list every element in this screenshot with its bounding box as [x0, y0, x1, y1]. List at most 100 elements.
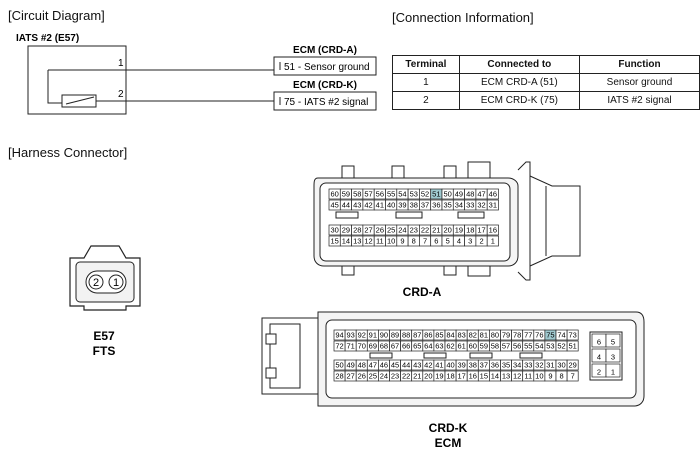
- pin-number: 31: [546, 361, 554, 370]
- pin-number: 53: [546, 342, 554, 351]
- pin-number: 63: [435, 342, 443, 351]
- pin-number: 8: [559, 372, 563, 381]
- pin-number: 39: [457, 361, 465, 370]
- pin-number: 38: [410, 201, 418, 210]
- section-circuit-diagram: [Circuit Diagram]: [8, 8, 105, 23]
- table-cell: ECM CRD-K (75): [458, 91, 580, 110]
- pin-number: 44: [402, 361, 410, 370]
- pin-number: 28: [353, 226, 361, 235]
- pin-number: 9: [400, 237, 404, 246]
- pin-cell: [566, 370, 579, 382]
- pin-number: 80: [491, 331, 499, 340]
- pin-number: 62: [446, 342, 454, 351]
- pin-number: 70: [358, 342, 366, 351]
- crd-k-connector-name: CRD-K: [429, 421, 468, 435]
- pin-number: 37: [421, 201, 429, 210]
- pin-number: 76: [535, 331, 543, 340]
- pin-number: 56: [513, 342, 521, 351]
- pin-number: 61: [457, 342, 465, 351]
- table-cell: 2: [392, 91, 460, 110]
- pin-number: 20: [443, 226, 451, 235]
- pin-cell: [566, 340, 579, 352]
- table-row: 1 ECM CRD-A (51) Sensor ground: [392, 73, 700, 92]
- pin-number: 16: [489, 226, 497, 235]
- pin-number: 47: [477, 190, 485, 199]
- e57-pin-label: 1: [113, 277, 119, 289]
- pin-number: 25: [369, 372, 377, 381]
- pin-number: 54: [398, 190, 406, 199]
- pin-number: 11: [376, 237, 384, 246]
- pin-number: 4: [457, 237, 461, 246]
- pin-number: 22: [402, 372, 410, 381]
- pin-number: 90: [380, 331, 388, 340]
- pin-number: 41: [435, 361, 443, 370]
- pin-number: 10: [535, 372, 543, 381]
- pin-number: 50: [443, 190, 451, 199]
- pin-number: 77: [524, 331, 532, 340]
- pin-number: 5: [611, 338, 615, 347]
- pin-number: 86: [424, 331, 432, 340]
- pin-number: 46: [489, 190, 497, 199]
- pin-number: 6: [434, 237, 438, 246]
- pin-number: 36: [432, 201, 440, 210]
- pin-number: 25: [387, 226, 395, 235]
- pin-number: 56: [376, 190, 384, 199]
- pin-number: 31: [489, 201, 497, 210]
- pin-number: 18: [466, 226, 474, 235]
- pin-number: 40: [387, 201, 395, 210]
- pin-number: 37: [480, 361, 488, 370]
- pin-number: 72: [335, 342, 343, 351]
- pin-number: 42: [424, 361, 432, 370]
- pin-number: 2: [479, 237, 483, 246]
- pin-number: 58: [491, 342, 499, 351]
- pin-number: 35: [443, 201, 451, 210]
- pin-number: 55: [524, 342, 532, 351]
- pin-number: 20: [424, 372, 432, 381]
- pin-number: 17: [457, 372, 465, 381]
- pin-number: 12: [513, 372, 521, 381]
- pin-number: 39: [398, 201, 406, 210]
- pin-number: 24: [380, 372, 388, 381]
- pin-number: 4: [597, 353, 601, 362]
- pin-number: 45: [330, 201, 338, 210]
- pin-number: 14: [342, 237, 350, 246]
- pin-number: 74: [557, 331, 565, 340]
- pin-number: 49: [346, 361, 354, 370]
- pin-cell: [486, 235, 499, 247]
- section-connection-information: [Connection Information]: [392, 10, 534, 25]
- sensor-element-slash: [65, 96, 95, 105]
- pin-cell: [605, 348, 621, 363]
- pin-number: 59: [342, 190, 350, 199]
- pin-number: 42: [364, 201, 372, 210]
- pin-number: 71: [346, 342, 354, 351]
- pin-number: 93: [346, 331, 354, 340]
- ecm-k-box: [273, 91, 377, 111]
- pin-number: 89: [391, 331, 399, 340]
- pin-number: 84: [446, 331, 454, 340]
- pin-number: 67: [391, 342, 399, 351]
- pin-number: 43: [413, 361, 421, 370]
- pin-number: 5: [446, 237, 450, 246]
- pin-cell: [605, 363, 621, 378]
- pin-number: 27: [364, 226, 372, 235]
- pin-number: 1: [491, 237, 495, 246]
- pin-cell: [566, 359, 579, 371]
- pin-number: 3: [468, 237, 472, 246]
- pin-number: 33: [524, 361, 532, 370]
- crd-k-connector-subtitle: ECM: [435, 436, 462, 450]
- pin-number: 26: [376, 226, 384, 235]
- pin-number: 34: [455, 201, 463, 210]
- pin-number: 21: [413, 372, 421, 381]
- pin-number: 85: [435, 331, 443, 340]
- pin-number: 18: [446, 372, 454, 381]
- pin-cell: [486, 188, 499, 200]
- pin-number: 81: [480, 331, 488, 340]
- pin-number: 52: [557, 342, 565, 351]
- pin-number: 34: [513, 361, 521, 370]
- pin-number: 32: [535, 361, 543, 370]
- pin-number: 64: [424, 342, 432, 351]
- pin-number: 23: [391, 372, 399, 381]
- wire-pin1-drop: [47, 70, 62, 104]
- pin-number: 59: [480, 342, 488, 351]
